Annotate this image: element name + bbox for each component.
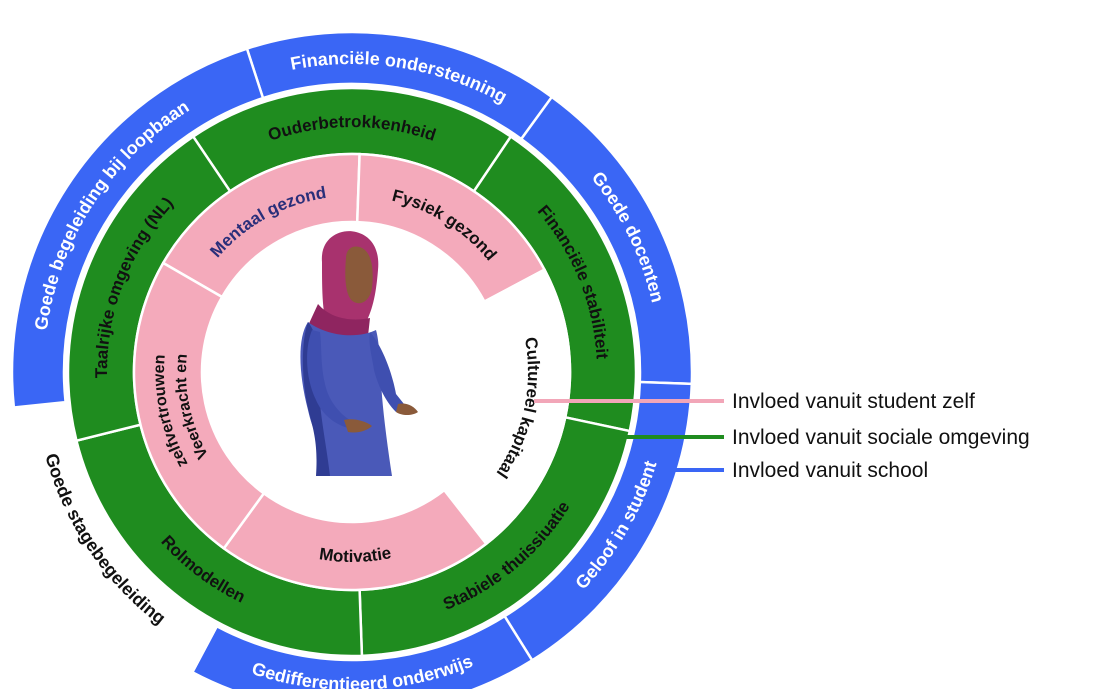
segment-cultureel-kapitaal: Cultureel kapitaal bbox=[442, 267, 572, 546]
segment-fill bbox=[132, 261, 266, 551]
legend-label: Invloed vanuit student zelf bbox=[732, 390, 975, 413]
segment-label: Motivatie bbox=[318, 543, 393, 566]
legend-label: Invloed vanuit sociale omgeving bbox=[732, 426, 1030, 449]
segment-ouderbetrokkenheid: Ouderbetrokkenheid bbox=[191, 86, 513, 194]
segment-mentaal-gezond: Mentaal gezond bbox=[161, 152, 361, 299]
student-figure-icon bbox=[300, 231, 418, 476]
legend-item-2: Invloed vanuit sociale omgeving bbox=[604, 426, 1030, 449]
legend-item-1: Invloed vanuit student zelf bbox=[534, 390, 975, 413]
legend-item-3: Invloed vanuit school bbox=[664, 459, 928, 482]
segment-fill bbox=[10, 47, 265, 409]
segment-motivatie: Motivatie bbox=[222, 488, 488, 592]
legend-label: Invloed vanuit school bbox=[732, 459, 928, 482]
